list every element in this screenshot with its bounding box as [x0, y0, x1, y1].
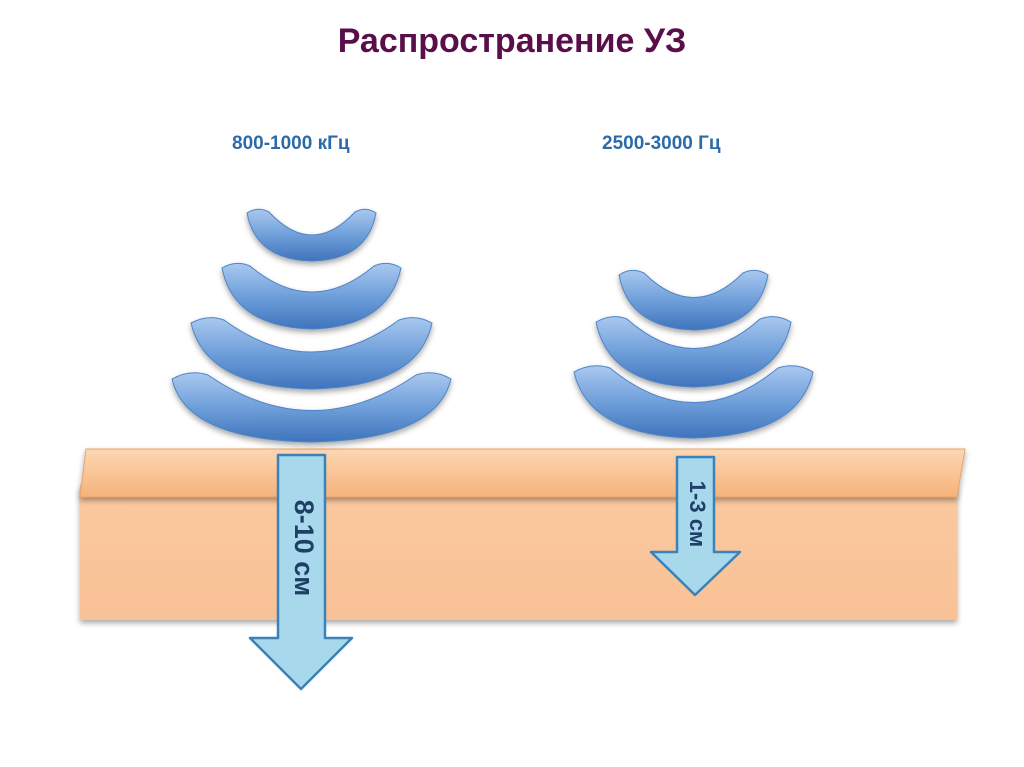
low-frequency-label: 800-1000 кГц — [232, 133, 350, 154]
right-wave-group — [573, 269, 814, 439]
wave-arc — [171, 372, 452, 443]
wave-arc — [246, 208, 377, 262]
shallow-penetration-arrow: 1-3 см — [649, 455, 742, 597]
left-wave-group — [171, 208, 452, 443]
slide-title: Распространение УЗ — [337, 22, 687, 60]
deep-penetration-arrow: 8-10 см — [248, 453, 354, 691]
wave-arc — [573, 365, 814, 439]
wave-arc — [190, 317, 433, 390]
deep-depth-label: 8-10 см — [289, 500, 319, 597]
high-frequency-label: 2500-3000 Гц — [602, 133, 721, 154]
wave-arc — [221, 262, 402, 330]
shallow-depth-label: 1-3 см — [685, 481, 710, 547]
tissue-block — [79, 448, 966, 620]
wave-arc — [618, 269, 769, 331]
wave-arc — [595, 316, 792, 388]
